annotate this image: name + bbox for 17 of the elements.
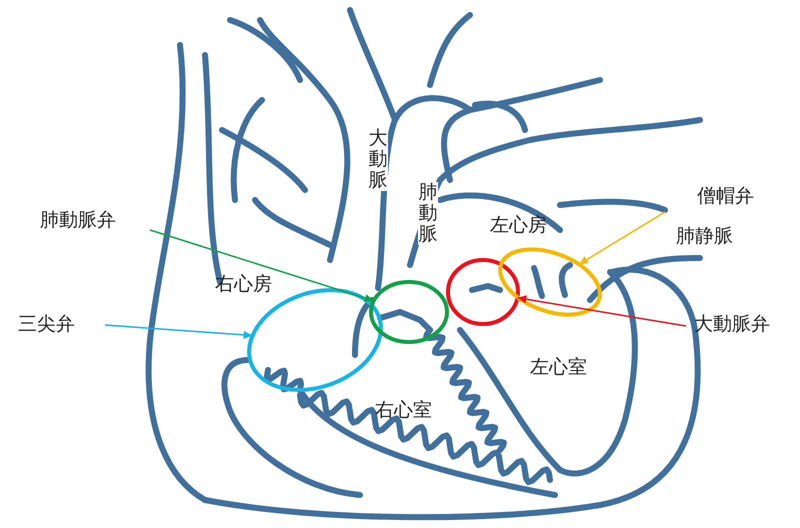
chamber-label: 右心室	[375, 400, 432, 421]
chamber-label: 左心房	[490, 215, 547, 236]
chamber-label: 肺静脈	[676, 226, 733, 247]
valve-ring	[369, 280, 449, 344]
leader-arrow	[517, 295, 686, 327]
valve-label: 三尖弁	[18, 314, 75, 335]
valve-label: 肺動脈弁	[40, 210, 116, 231]
chamber-label: 左心室	[530, 357, 587, 378]
chamber-label: 大動脈	[368, 128, 388, 191]
leader-arrow	[104, 324, 253, 339]
valve-ring	[446, 258, 520, 326]
chamber-label: 肺動脈	[418, 182, 438, 245]
valve-label: 僧帽弁	[697, 186, 754, 207]
valve-ring	[498, 248, 602, 316]
chamber-label: 右心房	[215, 274, 272, 295]
leader-arrow	[578, 211, 666, 265]
leader-arrow	[150, 229, 374, 302]
